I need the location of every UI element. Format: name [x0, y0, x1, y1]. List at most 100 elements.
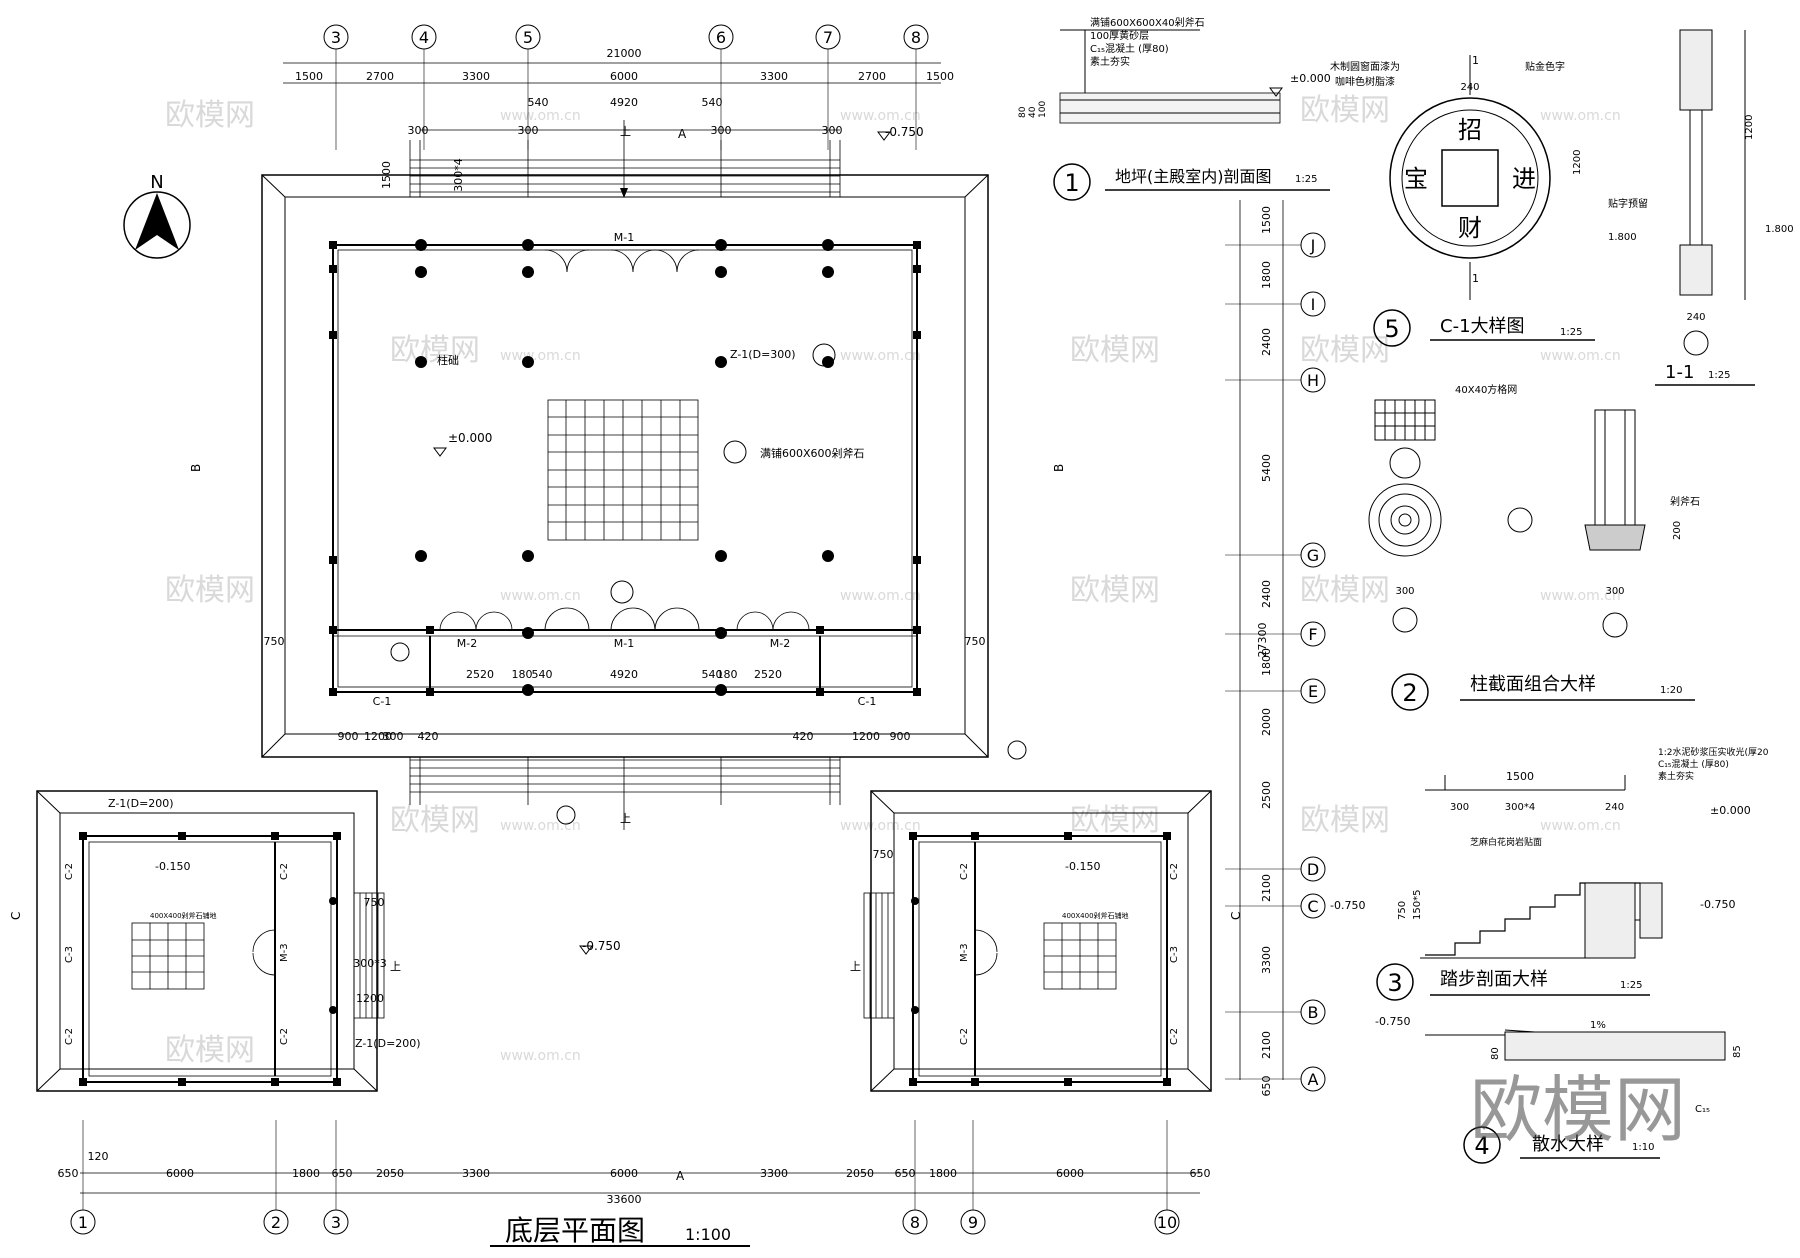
- d3-note-3: 素土夯实: [1658, 770, 1694, 782]
- dim-right-seg: 2000: [1260, 708, 1273, 736]
- d3-note-1: 1:2水泥砂浆压实收光(厚20: [1658, 746, 1769, 758]
- watermark-site: www.om.cn: [1540, 108, 1621, 124]
- dim-hall-low-left: 420: [418, 730, 439, 743]
- d3-dim-750: 750: [1397, 901, 1408, 920]
- d5-char-4: 财: [1458, 214, 1482, 242]
- d5-note-4: 贴字预留: [1608, 197, 1648, 210]
- dim-top-seg: 1500: [926, 70, 954, 83]
- watermark-site: www.om.cn: [500, 588, 581, 604]
- d3-dim-300: 300: [1450, 802, 1469, 813]
- up-label-right: 上: [850, 960, 861, 973]
- d3-note-4: 芝麻白花岗岩贴面: [1470, 836, 1542, 848]
- dim-top-col: 300: [711, 124, 732, 137]
- dim-top-sub: 4920: [610, 96, 638, 109]
- door-m3-right: M-3: [959, 943, 970, 962]
- dim-misc-750-sr: 750: [873, 848, 894, 861]
- right-side-hall: -0.150 400X400剁斧石铺地 C-2 C-3 C-2 C-2 C-2 …: [579, 790, 1212, 1092]
- d5-dim-240: 240: [1460, 82, 1479, 93]
- dim-right-seg: 2400: [1260, 328, 1273, 356]
- axis-top-8: 8: [911, 28, 921, 47]
- d1-layer-4: 素土夯实: [1090, 55, 1130, 68]
- win-c1-label-left: C-1: [373, 695, 392, 708]
- d4-title: 散水大样: [1532, 1134, 1604, 1155]
- watermark-logo: 欧模网: [1070, 573, 1160, 608]
- steps-north: [409, 140, 841, 197]
- watermark-logo: 欧模网: [1300, 573, 1390, 608]
- axis-right-A: A: [1308, 1070, 1319, 1089]
- win-c2-left-3: C-2: [279, 863, 290, 880]
- d1-title: 地坪(主殿室内)剖面图: [1115, 167, 1272, 186]
- dim-bottom-seg: 3300: [462, 1167, 490, 1180]
- d1-dim-2: 40: [1028, 106, 1038, 118]
- d4-note: C₁₅: [1695, 1104, 1710, 1115]
- dim-misc-300x4: 300*4: [452, 158, 465, 192]
- axis-right-D: D: [1307, 860, 1319, 879]
- watermark-logo: 欧模网: [1300, 93, 1390, 128]
- detail-2-column: 40X40方格网 剁斧石 300 300 200 2 柱截面组合大样 1:20: [1368, 383, 1700, 711]
- dim-top-seg: 3300: [462, 70, 490, 83]
- up-label-left: 上: [390, 960, 401, 973]
- dim-misc-1500: 1500: [380, 161, 393, 189]
- axis-bottom-3: 3: [331, 1213, 341, 1232]
- axis-right-H: H: [1307, 371, 1319, 390]
- door-m2-label-left: M-2: [457, 637, 477, 650]
- watermark-site: www.om.cn: [500, 818, 581, 834]
- watermark-logo: 欧模网: [390, 803, 480, 838]
- dim-top-seg: 3300: [760, 70, 788, 83]
- dim-bottom-seg: 650: [332, 1167, 353, 1180]
- axis-top-3: 3: [331, 28, 341, 47]
- d5-char-3: 进: [1512, 165, 1536, 193]
- axis-top-7: 7: [823, 28, 833, 47]
- dim-bottom-seg: 2050: [846, 1167, 874, 1180]
- left-side-hall: -0.150 400X400剁斧石铺地 C-2 C-3 C-2 C-2 C-2 …: [36, 790, 421, 1092]
- axis-right-B: B: [1308, 1003, 1319, 1022]
- north-arrow: N: [123, 172, 191, 259]
- watermark-site: www.om.cn: [500, 348, 581, 364]
- win-c1-label-right: C-1: [858, 695, 877, 708]
- dim-right-seg: 2100: [1260, 1031, 1273, 1059]
- win-c2-left-2: C-2: [64, 1028, 75, 1045]
- door-m1-top: [544, 249, 700, 273]
- column-base-label: 柱础: [437, 353, 459, 367]
- title-main: 底层平面图: [505, 1214, 645, 1247]
- d11-dim-240: 240: [1686, 312, 1705, 323]
- dim-right-seg: 2100: [1260, 874, 1273, 902]
- watermark-logo: 欧模网: [165, 98, 255, 133]
- dim-bottom-seg: 650: [895, 1167, 916, 1180]
- dim-hall-mid: 2520: [754, 668, 782, 681]
- dim-bottom-seg: 650: [58, 1167, 79, 1180]
- dim-top-seg: 6000: [610, 70, 638, 83]
- dim-top-col: 300: [408, 124, 429, 137]
- side-paving-left: 400X400剁斧石铺地: [150, 911, 217, 920]
- dim-bottom-seg: 650: [1190, 1167, 1211, 1180]
- d4-slope: 1%: [1590, 1020, 1606, 1031]
- dim-misc-300x3: 300*3: [353, 957, 387, 970]
- axis-bottom-1: 1: [78, 1213, 88, 1232]
- detail-1-floor-section: 满铺600X600X40剁斧石 100厚黄砂层 C₁₅混凝土 (厚80) 素土夯…: [1018, 16, 1331, 201]
- win-c3-left: C-3: [64, 946, 75, 963]
- watermark-logo: 欧模网: [1070, 333, 1160, 368]
- section-b-left: B: [189, 464, 203, 472]
- d11-title: 1-1: [1665, 362, 1694, 383]
- dim-hall-mid: 540: [702, 668, 723, 681]
- d4-level: -0.750: [1375, 1015, 1410, 1028]
- north-label: N: [150, 172, 163, 193]
- d5-note-1: 木制圆窗面漆为: [1330, 60, 1400, 73]
- dim-right-seg: 650: [1260, 1076, 1273, 1097]
- d2-note-2: 剁斧石: [1670, 495, 1700, 508]
- d3-dim-1500: 1500: [1506, 770, 1534, 783]
- dim-hall-mid: 180: [512, 668, 533, 681]
- axis-right-J: J: [1310, 236, 1316, 255]
- d11-dim-1200: 1200: [1744, 115, 1755, 140]
- d5-note-3: 贴金色字: [1525, 60, 1565, 73]
- d4-dim-80: 80: [1490, 1047, 1501, 1060]
- d11-scale: 1:25: [1708, 370, 1730, 381]
- win-c2-right-3: C-2: [959, 863, 970, 880]
- section-a-top: A: [678, 127, 687, 141]
- watermark-site: www.om.cn: [1540, 588, 1621, 604]
- d3-dim-150x5: 150*5: [1412, 890, 1423, 920]
- d3-level-3: -0.750: [1330, 899, 1365, 912]
- d2-dim-200: 200: [1672, 521, 1683, 540]
